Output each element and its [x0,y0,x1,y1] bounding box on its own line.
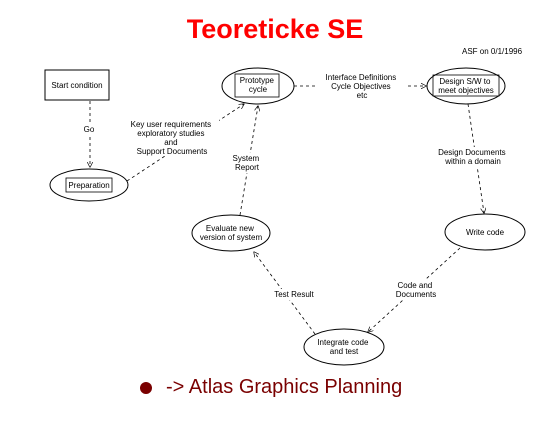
evaluate-label: Evaluate new version of system [200,224,263,242]
edge-label-requirements: Key user requirements exploratory studie… [131,120,214,156]
design-software-label: Design S/W to meet objectives [438,77,494,95]
design-software-node: Design S/W to meet objectives [426,67,506,105]
author-note: ASF on 0/1/1996 [462,47,523,56]
edge-label-system-report: System Report [233,154,262,172]
integrate-test-node: Integrate code and test [303,328,385,366]
bullet-text: -> Atlas Graphics Planning [166,376,403,398]
edge-label-test-result: Test Result [274,290,314,299]
edge-label-code-docs: Code and Documents [396,281,436,299]
slide-title: Teoreticke SE [186,14,364,44]
edge-label-go-text: Go [84,125,95,134]
prototype-cycle-label: Prototype cycle [240,76,276,94]
edge-integrate-to-evaluate [254,252,316,335]
integrate-test-label: Integrate code and test [317,338,370,356]
edge-label-interface: Interface Definitions Cycle Objectives e… [326,73,399,100]
edge-preparation-to-prototype [126,104,244,182]
bullet-row: -> Atlas Graphics Planning [140,376,402,399]
bullet-dot-icon [140,381,152,394]
write-code-label: Write code [466,228,505,237]
start-condition-label: Start condition [51,81,102,90]
edge-label-design-docs: Design Documents within a domain [438,148,508,166]
preparation-label: Preparation [68,181,109,190]
write-code-node: Write code [444,213,526,251]
evaluate-node: Evaluate new version of system [191,214,271,252]
preparation-node: Preparation [49,168,129,202]
start-condition-node: Start condition [44,69,110,101]
prototype-cycle-node: Prototype cycle [221,67,295,105]
